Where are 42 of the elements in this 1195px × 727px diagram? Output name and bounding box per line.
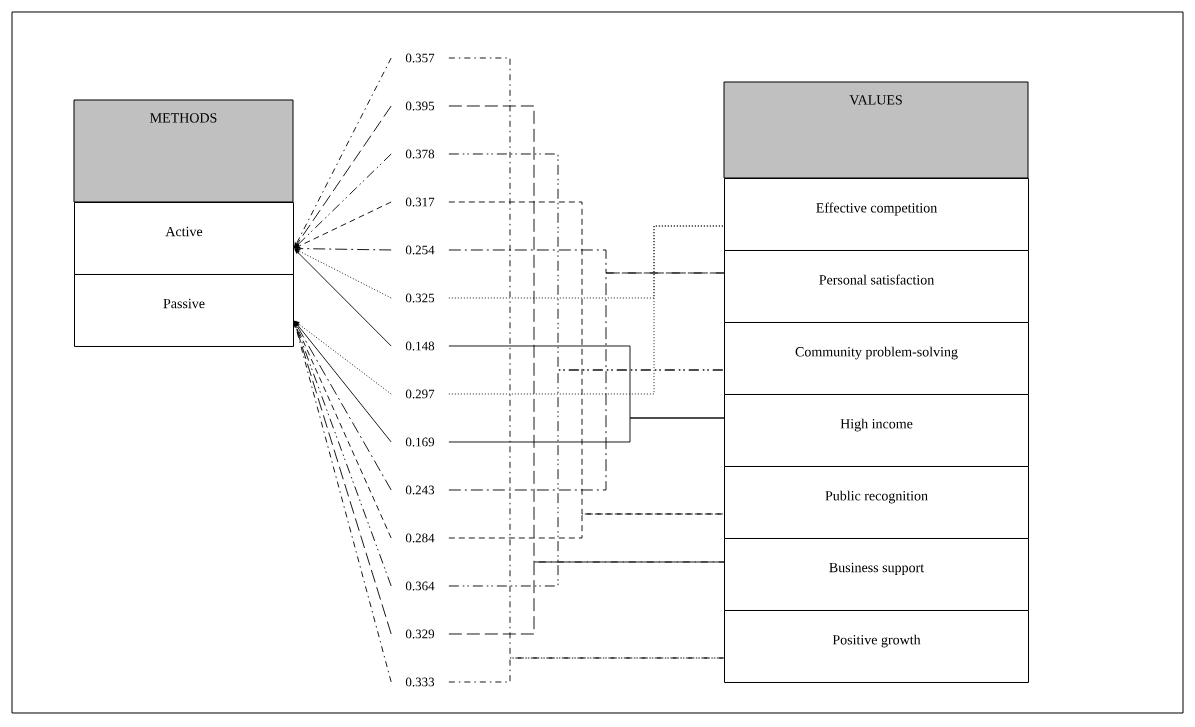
connector-line xyxy=(448,272,725,491)
connector-line xyxy=(294,321,392,491)
table-row: Passive xyxy=(74,274,294,347)
coefficient-label: 0.297 xyxy=(405,389,435,399)
table-row: Community problem-solving xyxy=(724,322,1029,395)
connector-line xyxy=(448,225,725,299)
coefficient-label: 0.325 xyxy=(405,293,435,303)
connector-line xyxy=(294,248,392,299)
table-row: Personal satisfaction xyxy=(724,250,1029,323)
connector-line xyxy=(294,105,392,248)
coefficient-label: 0.169 xyxy=(405,437,435,447)
coefficient-label: 0.364 xyxy=(405,581,435,591)
table-row: Business support xyxy=(724,538,1029,611)
coefficient-label: 0.317 xyxy=(405,197,435,207)
connector-line xyxy=(294,153,392,248)
table-row: High income xyxy=(724,394,1029,467)
connector-line xyxy=(448,417,725,443)
coefficient-label: 0.254 xyxy=(405,245,435,255)
coefficient-label: 0.357 xyxy=(405,53,435,63)
connector-line xyxy=(294,320,392,395)
coefficient-label: 0.284 xyxy=(405,533,435,543)
connector-line xyxy=(448,225,725,395)
table-row: Effective competition xyxy=(724,178,1029,251)
coefficient-label: 0.329 xyxy=(405,629,435,639)
coefficient-label: 0.148 xyxy=(405,341,435,351)
connector-line xyxy=(448,657,725,683)
connector-line xyxy=(294,321,392,587)
table-row: Public recognition xyxy=(724,466,1029,539)
coefficient-label: 0.333 xyxy=(405,677,435,687)
connector-line xyxy=(448,561,725,635)
coefficient-label: 0.243 xyxy=(405,485,435,495)
coefficient-label: 0.395 xyxy=(405,101,435,111)
table-header: VALUES xyxy=(723,81,1029,179)
table-header: METHODS xyxy=(73,99,294,203)
connector-line xyxy=(294,246,392,251)
connector-line xyxy=(294,249,392,347)
connector-line xyxy=(294,321,392,443)
connector-line xyxy=(294,57,392,248)
connector-line xyxy=(294,201,392,249)
coefficient-label: 0.378 xyxy=(405,149,435,159)
table-row: Positive growth xyxy=(724,610,1029,683)
table-row: Active xyxy=(74,202,294,275)
